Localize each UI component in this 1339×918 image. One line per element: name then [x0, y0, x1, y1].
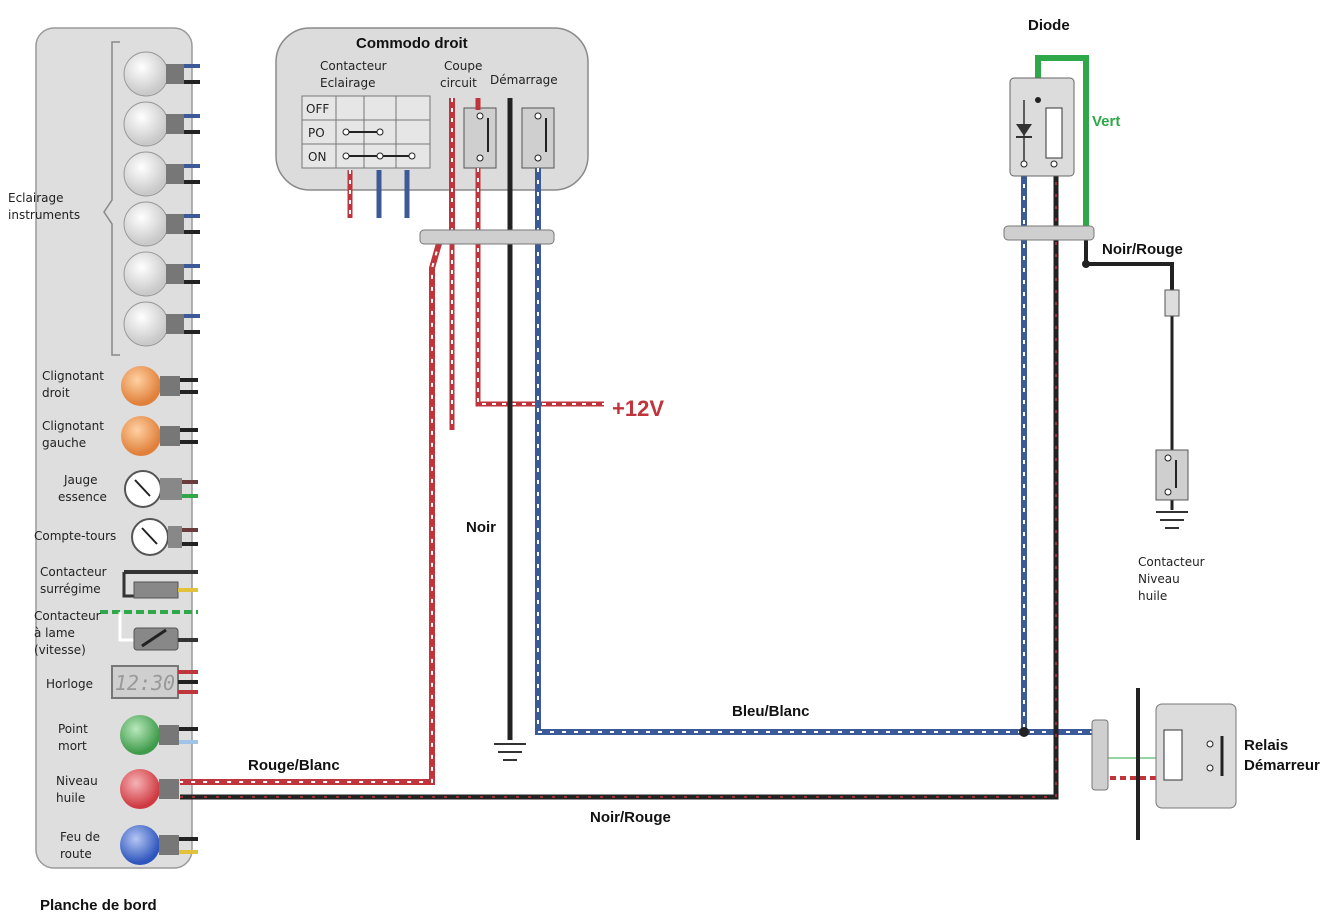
label-coupe-1: Coupe	[444, 59, 482, 73]
high-beam-bulb-icon	[120, 825, 198, 865]
junction-dot	[1082, 260, 1090, 268]
label-point-mort-1: Point	[58, 722, 88, 736]
label-clignotant-droit-1: Clignotant	[42, 369, 104, 383]
clock-digits: 12:30	[115, 671, 175, 695]
oil-level-switch-icon	[1155, 449, 1189, 501]
label-demarrage: Démarrage	[490, 73, 558, 87]
label-clignotant-gauche-1: Clignotant	[42, 419, 104, 433]
kill-switch-icon	[463, 107, 497, 169]
label-surregime-2: surrégime	[40, 582, 101, 596]
label-vert: Vert	[1092, 113, 1120, 130]
row-off: OFF	[306, 102, 329, 116]
indicator-right-bulb-icon	[121, 366, 198, 406]
start-switch-icon	[521, 107, 555, 169]
label-plus12v: +12V	[612, 396, 664, 421]
harness-clamp	[419, 229, 555, 245]
bulb-icon	[123, 201, 184, 247]
tachometer-icon	[131, 518, 198, 556]
label-niveau-huile-1: Niveau	[56, 774, 98, 788]
label-lame-1: Contacteur	[34, 609, 101, 623]
bulb-wires	[184, 64, 200, 334]
fuel-gauge-icon	[124, 470, 198, 508]
bulb-icon	[123, 251, 184, 297]
bulb-icon	[123, 101, 184, 147]
inline-connector	[1164, 289, 1180, 317]
label-relay-1: Relais	[1244, 737, 1288, 754]
label-lame-2: à lame	[34, 626, 75, 640]
diode-title: Diode	[1028, 17, 1070, 34]
instrument-bulbs	[123, 51, 184, 347]
label-point-mort-2: mort	[58, 739, 87, 753]
label-niveau-huile-2: huile	[56, 791, 85, 805]
neutral-bulb-icon	[120, 715, 198, 755]
bulb-icon	[123, 51, 184, 97]
label-contacteur-2: Eclairage	[320, 76, 376, 90]
label-noir-rouge-bottom: Noir/Rouge	[590, 809, 671, 826]
label-bleu-blanc: Bleu/Blanc	[732, 703, 810, 720]
label-feu-route-1: Feu de	[60, 830, 100, 844]
indicator-left-bulb-icon	[121, 416, 198, 456]
diode-module	[1009, 77, 1075, 177]
clock-display: 12:30	[111, 665, 198, 699]
label-oil-switch-3: huile	[1138, 589, 1167, 603]
label-clignotant-gauche-2: gauche	[42, 436, 86, 450]
row-po: PO	[308, 126, 325, 140]
reed-switch-icon	[100, 610, 198, 651]
overrev-switch-icon	[122, 570, 198, 599]
wire-labels: Noir +12V Rouge/Blanc Bleu/Blanc Noir/Ro…	[248, 113, 1183, 826]
label-compte-tours: Compte-tours	[34, 529, 116, 543]
wire-harness	[180, 55, 1174, 800]
label-oil-switch-1: Contacteur	[1138, 555, 1205, 569]
dashboard-panel: 12:30	[35, 27, 200, 869]
component-labels: Diode Contacteur Niveau huile Relais Dém…	[1028, 17, 1320, 774]
bulb-icon	[123, 301, 184, 347]
label-eclairage-2: instruments	[8, 208, 80, 222]
ground-icon	[494, 743, 526, 761]
junction-dot	[1019, 727, 1029, 737]
starter-relay-icon	[1091, 688, 1237, 840]
commodo-title: Commodo droit	[356, 35, 468, 52]
lighting-switch-grid	[301, 95, 431, 169]
label-coupe-2: circuit	[440, 76, 477, 90]
label-feu-route-2: route	[60, 847, 92, 861]
label-relay-2: Démarreur	[1244, 757, 1320, 774]
row-on: ON	[308, 150, 326, 164]
label-surregime-1: Contacteur	[40, 565, 107, 579]
label-contacteur-1: Contacteur	[320, 59, 387, 73]
label-jauge-2: essence	[58, 490, 107, 504]
oil-level-bulb-icon	[120, 769, 179, 809]
lighting-bracket	[103, 41, 120, 356]
label-eclairage-1: Eclairage	[8, 191, 64, 205]
label-noir: Noir	[466, 519, 496, 536]
panel-labels: Eclairage instruments Clignotant droit C…	[8, 191, 157, 914]
label-clignotant-droit-2: droit	[42, 386, 70, 400]
label-horloge: Horloge	[46, 677, 93, 691]
ground-icon	[1156, 511, 1188, 529]
label-lame-3: (vitesse)	[34, 643, 86, 657]
label-noir-rouge-right: Noir/Rouge	[1102, 241, 1183, 258]
panel-title: Planche de bord	[40, 897, 157, 914]
label-oil-switch-2: Niveau	[1138, 572, 1180, 586]
harness-clamp-right	[1003, 225, 1095, 241]
label-rouge-blanc: Rouge/Blanc	[248, 757, 340, 774]
label-jauge-1: Jauge	[63, 473, 98, 487]
bulb-icon	[123, 151, 184, 197]
commodo-labels: Commodo droit Contacteur Eclairage Coupe…	[306, 35, 558, 164]
